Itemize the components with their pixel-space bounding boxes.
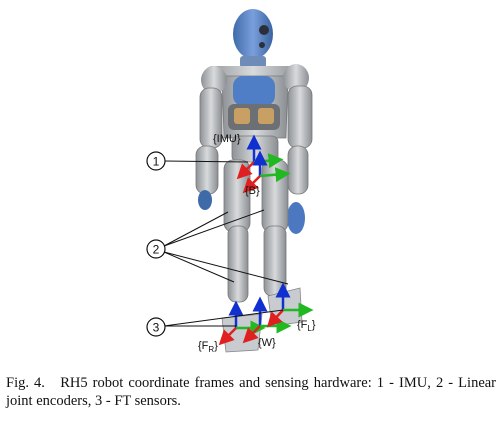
frame-label-foot-left: {FL} [297, 319, 316, 333]
frame-axes-base [242, 150, 291, 194]
callout-ft-sensors: 3 [146, 309, 284, 337]
robot-head [233, 9, 273, 68]
frame-label-base: {B} [245, 185, 260, 197]
robot-torso [204, 66, 302, 163]
frame-label-imu: {IMU} [213, 133, 241, 145]
callout-number-2: 2 [153, 243, 160, 257]
frame-label-foot-left-close: } [312, 319, 316, 331]
callout-imu: 1 [146, 151, 249, 171]
robot-figure: {IMU} {B} {W} {FR} {FL} 1 2 3 [146, 9, 316, 354]
frame-label-foot-left-sub: L [307, 324, 312, 333]
figure-caption: Fig. 4. RH5 robot coordinate frames and … [6, 374, 496, 410]
frame-label-world: {W} [258, 337, 276, 349]
frame-label-foot-right: {FR} [198, 340, 218, 354]
robot-left-arm [283, 64, 313, 234]
callout-number-3: 3 [153, 321, 160, 335]
robot-right-arm [195, 66, 227, 210]
frame-axes-foot-left [266, 282, 314, 328]
frame-label-foot-right-main: {F [198, 340, 209, 352]
callout-number-1: 1 [153, 155, 160, 169]
frame-label-foot-right-sub: R [208, 345, 214, 354]
caption-text: RH5 robot coordinate frames and sensing … [6, 375, 497, 409]
caption-label: Fig. 4. [6, 375, 45, 391]
frame-label-foot-right-close: } [214, 340, 218, 352]
frame-label-foot-left-main: {F [297, 319, 308, 331]
callout-encoders: 2 [146, 209, 289, 285]
